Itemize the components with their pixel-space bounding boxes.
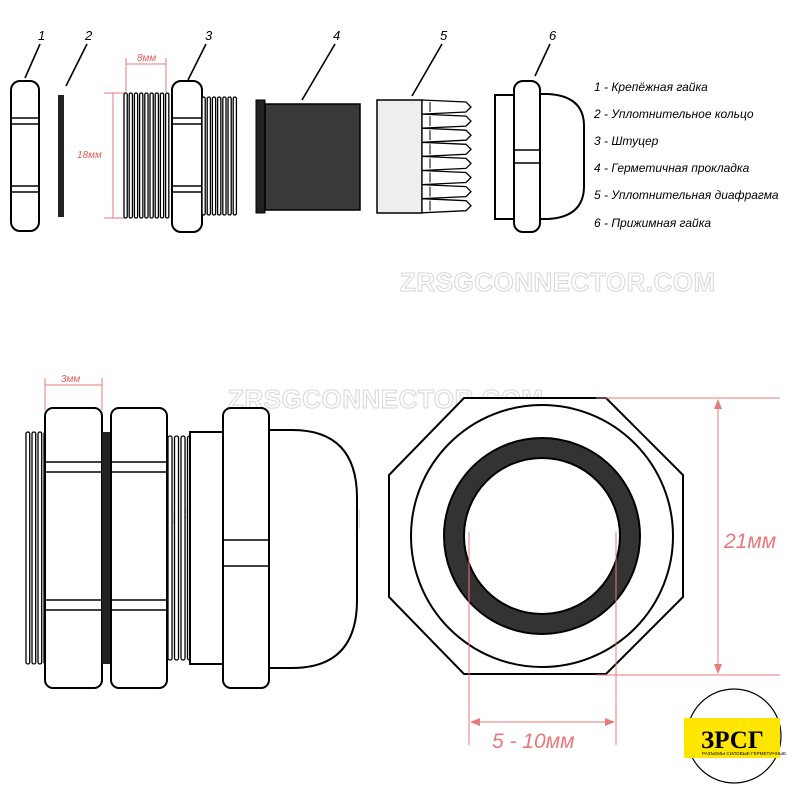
part-number-4: 4	[333, 28, 340, 43]
thread-ridge	[211, 96, 217, 216]
exploded-view: 1 2 3 4 5 6	[10, 28, 779, 233]
thread-ridge	[149, 92, 154, 219]
end-view: 21мм 5 - 10мм	[388, 397, 780, 753]
diaphragm-finger	[421, 183, 472, 200]
thread-ridge	[216, 96, 222, 216]
thread-ridge	[164, 92, 170, 219]
parts-legend: 1 - Крепёжная гайка 2 - Уплотнительное к…	[593, 80, 779, 230]
thread-ridge	[173, 435, 180, 661]
thread-ridge	[222, 96, 227, 216]
legend-item-3: 3 - Штуцер	[594, 134, 659, 148]
diaphragm-finger	[421, 113, 472, 129]
part-number-3: 3	[205, 28, 213, 43]
part-3-body	[123, 80, 238, 233]
thread-ridge	[232, 96, 238, 216]
dimension-nut-width: 3мм	[61, 374, 80, 385]
part-number-6: 6	[549, 28, 557, 43]
diaphragm-finger	[421, 141, 472, 158]
logo-subtitle: РАЗЪЕМЫ СИЛОВЫЕ ГЕРМЕТИЧНЫЕ	[702, 751, 786, 756]
part-4-sealing-gasket	[255, 99, 361, 214]
brand-logo: ЗРСГ РАЗЪЕМЫ СИЛОВЫЕ ГЕРМЕТИЧНЫЕ	[684, 688, 786, 784]
part-1-locknut	[10, 80, 40, 232]
diaphragm-finger	[421, 198, 472, 214]
thread-ridge	[133, 92, 139, 219]
part-number-1: 1	[38, 28, 45, 43]
dimension-hex-height: 21мм	[723, 530, 776, 553]
thread-ridge	[159, 92, 165, 219]
legend-item-2: 2 - Уплотнительное кольцо	[593, 107, 754, 121]
diaphragm-finger	[421, 127, 472, 143]
logo-text: ЗРСГ	[701, 727, 764, 754]
diaphragm-finger	[421, 155, 472, 172]
legend-item-4: 4 - Герметичная прокладка	[594, 161, 750, 175]
dimension-thread-length: 8мм	[137, 53, 156, 64]
assembled-side-view: 3мм	[25, 374, 358, 689]
legend-item-5: 5 - Уплотнительная диафрагма	[594, 188, 779, 202]
thread-ridge	[31, 431, 37, 665]
thread-ridge	[128, 92, 134, 219]
diaphragm-finger	[421, 99, 472, 115]
dimension-cable-range: 5 - 10мм	[492, 730, 575, 753]
thread-ridge	[206, 96, 212, 216]
thread-ridge	[180, 435, 186, 661]
thread-ridge	[25, 431, 31, 665]
part-6-cap-nut	[494, 80, 585, 233]
watermark-top: ZRSGCONNECTOR.COM	[400, 267, 716, 297]
legend-item-6: 6 - Прижимная гайка	[594, 216, 711, 230]
thread-ridge	[37, 431, 43, 665]
part-number-2: 2	[84, 28, 93, 43]
thread-ridge	[154, 92, 160, 219]
thread-ridge	[138, 92, 144, 219]
legend-item-1: 1 - Крепёжная гайка	[594, 80, 708, 94]
thread-ridge	[144, 92, 149, 219]
part-2-o-ring	[58, 95, 64, 217]
thread-ridge	[201, 96, 206, 216]
thread-ridge	[227, 96, 232, 216]
dimension-thread-height: 18мм	[77, 150, 102, 161]
part-5-sealing-diaphragm	[376, 99, 472, 214]
diaphragm-finger	[421, 169, 472, 186]
part-number-5: 5	[440, 28, 448, 43]
thread-ridge	[167, 435, 173, 661]
thread-ridge	[123, 92, 128, 219]
